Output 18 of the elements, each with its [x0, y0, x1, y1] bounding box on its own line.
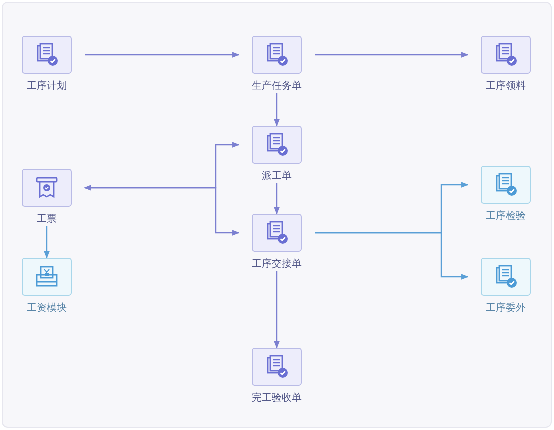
arrow — [315, 232, 469, 280]
arrow — [84, 185, 240, 236]
arrow — [274, 271, 280, 349]
node-label: 工序交接单 — [252, 258, 302, 271]
arrow — [274, 93, 280, 127]
node-label: 工资模块 — [27, 302, 67, 315]
node-label: 生产任务单 — [252, 80, 302, 93]
node-label: 工票 — [37, 213, 57, 226]
node-label: 工序委外 — [486, 302, 526, 315]
arrow — [315, 52, 469, 58]
node-label: 派工单 — [262, 170, 292, 183]
node-label: 完工验收单 — [252, 392, 302, 405]
arrow — [274, 183, 280, 215]
arrow — [85, 52, 240, 58]
node-label: 工序计划 — [27, 80, 67, 93]
arrow — [44, 226, 50, 259]
node-label: 工序检验 — [486, 210, 526, 223]
node-label: 工序领料 — [486, 80, 526, 93]
